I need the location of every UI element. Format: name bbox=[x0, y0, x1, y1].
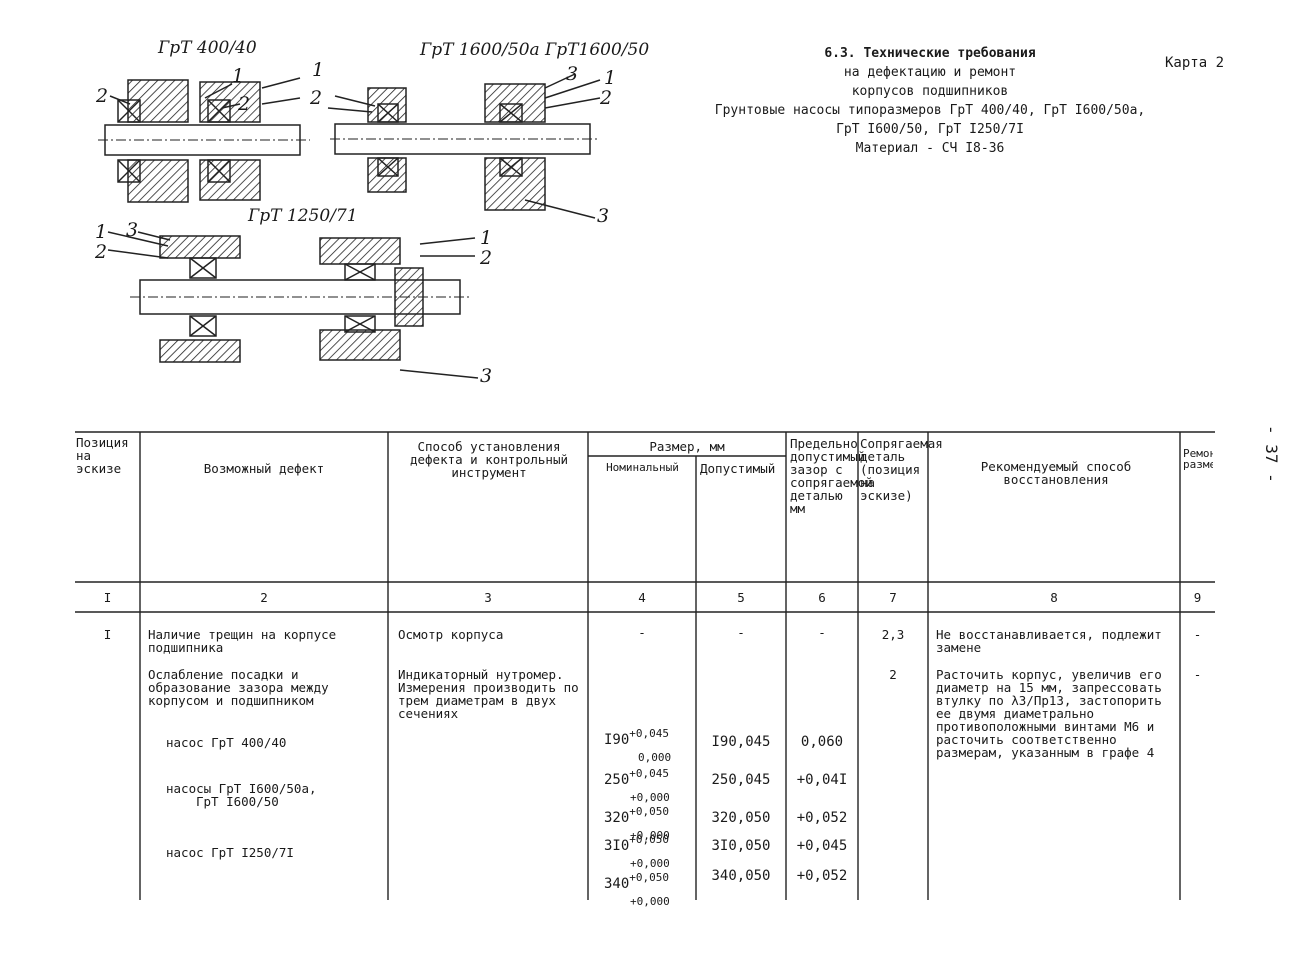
sub-pump-1250: насос ГрТ I250/7I bbox=[166, 845, 294, 860]
callout-c-1-right: 1 bbox=[480, 227, 492, 249]
sub-pump-400: насос ГрТ 400/40 bbox=[166, 735, 287, 750]
row2-defect: Ослабление посадки и образование зазора … bbox=[148, 667, 329, 708]
callout-a-2-right: 2 bbox=[309, 87, 322, 109]
col-number-4: 4 bbox=[638, 590, 646, 605]
dim1-low: 0,000 bbox=[638, 751, 672, 764]
dim3-base: 320 bbox=[604, 810, 630, 826]
dim5-up: +0,050 bbox=[629, 871, 670, 884]
col-number-1: I bbox=[103, 590, 112, 605]
dim-nominal-4: 3I0+0,050 +0,000 bbox=[604, 833, 698, 870]
dim4-limit: +0,045 bbox=[796, 838, 848, 854]
dim1-limit: 0,060 bbox=[800, 734, 844, 750]
dim-nominal-2: 250+0,045 +0,000 bbox=[604, 767, 698, 804]
header-position: Позиция на эскизе bbox=[76, 435, 129, 476]
callout-a-1: 1 bbox=[232, 65, 244, 87]
dim2-low: +0,000 bbox=[630, 791, 670, 804]
dim-nominal-1: I90+0,045 0,000 bbox=[604, 727, 698, 764]
sketch-label-c: ГрТ 1250/71 bbox=[248, 206, 358, 226]
dim-nominal-3: 320+0,050 +0,000 bbox=[604, 805, 698, 842]
dim2-up: +0,045 bbox=[629, 767, 670, 780]
callout-c-2: 2 bbox=[94, 241, 107, 263]
dim5-limit: +0,052 bbox=[796, 868, 848, 884]
dim5-allowed: 340,050 bbox=[711, 868, 771, 884]
callout-c-2-right: 2 bbox=[479, 247, 492, 269]
header-allowed: Допустимый bbox=[700, 461, 776, 476]
row-position: I bbox=[103, 627, 112, 642]
dim5-base: 340 bbox=[604, 876, 630, 892]
header-line-4: Грунтовые насосы типоразмеров ГрТ 400/40… bbox=[714, 103, 1146, 118]
callout-b-3: 3 bbox=[566, 63, 578, 85]
header-method: Способ установления дефекта и контрольны… bbox=[409, 439, 569, 480]
callout-c-3: 3 bbox=[126, 219, 138, 241]
callout-a-1-right: 1 bbox=[312, 59, 324, 81]
sub-pump-1600: ГрТ I600/50 bbox=[196, 794, 279, 809]
dim3-low: +0,000 bbox=[630, 829, 670, 842]
dim1-up: +0,045 bbox=[629, 727, 670, 740]
callout-c-3-bottom: 3 bbox=[480, 365, 492, 387]
sketch-a-drawing bbox=[98, 79, 310, 203]
dim4-base: 3I0 bbox=[604, 838, 630, 854]
col-number-2: 2 bbox=[260, 590, 268, 605]
sketch-b-drawing bbox=[330, 83, 600, 211]
callout-a-2: 2 bbox=[237, 93, 250, 115]
header-material: Материал - СЧ I8-36 bbox=[855, 141, 1005, 156]
row2-restore: Расточить корпус, увеличив его диаметр н… bbox=[936, 667, 1162, 760]
callout-b-1: 1 bbox=[604, 67, 616, 89]
dim4-up: +0,050 bbox=[629, 833, 670, 846]
callout-a-2-left: 2 bbox=[95, 85, 108, 107]
document-header: 6.3. Технические требования на дефектаци… bbox=[660, 44, 1200, 158]
dim3-limit: +0,052 bbox=[796, 810, 848, 826]
sketch-label-b: ГрТ 1600/50а ГрТ1600/50 bbox=[420, 40, 650, 60]
header-limit-gap: Предельно допустимый зазор с сопрягаемой… bbox=[790, 436, 873, 516]
row1-mating: 2,3 bbox=[881, 627, 905, 642]
dim3-allowed: 320,050 bbox=[711, 810, 771, 826]
header-repair-size: Ремонтный размер bbox=[1183, 448, 1213, 470]
dim4-allowed: 3I0,050 bbox=[711, 838, 771, 854]
dim2-allowed: 250,045 bbox=[711, 772, 771, 788]
header-defect: Возможный дефект bbox=[203, 461, 325, 476]
dim-nominal-5: 340+0,050 +0,000 bbox=[604, 871, 698, 908]
row2-repair: - bbox=[1193, 667, 1202, 682]
row1-allowed: - bbox=[737, 625, 745, 640]
sub-pump-1600a: насосы ГрТ I600/50а, bbox=[166, 781, 317, 796]
dim4-low: +0,000 bbox=[630, 857, 670, 870]
card-number: Карта 2 bbox=[1165, 55, 1225, 71]
page-number: - 37 - bbox=[1262, 425, 1281, 483]
col-number-5: 5 bbox=[737, 590, 745, 605]
callout-b-3-bottom: 3 bbox=[597, 205, 609, 227]
header-restore: Рекомендуемый способ восстановления bbox=[980, 459, 1132, 487]
col-number-9: 9 bbox=[1193, 590, 1202, 605]
dim3-up: +0,050 bbox=[629, 805, 670, 818]
row1-defect: Наличие трещин на корпусе подшипника bbox=[148, 627, 337, 655]
sketch-c-drawing bbox=[130, 235, 470, 363]
col-number-6: 6 bbox=[818, 590, 826, 605]
bearing-housing-sketch: 1 2 2 1 2 3 1 2 3 1 3 2 1 2 3 bbox=[94, 59, 616, 387]
row1-restore: Не восстанавливается, подлежит замене bbox=[936, 627, 1162, 655]
row1-method: Осмотр корпуса bbox=[398, 627, 504, 642]
header-size: Размер, мм bbox=[649, 439, 725, 454]
header-line-2: на дефектацию и ремонт bbox=[843, 65, 1017, 80]
row1-limit: - bbox=[818, 625, 826, 640]
dim2-base: 250 bbox=[604, 772, 630, 788]
col-number-8: 8 bbox=[1050, 590, 1058, 605]
dim1-base: I90 bbox=[604, 732, 630, 748]
col-number-7: 7 bbox=[889, 590, 897, 605]
row2-method: Индикаторный нутромер. Измерения произво… bbox=[398, 667, 579, 721]
dim1-allowed: I90,045 bbox=[711, 734, 771, 750]
callout-b-2: 2 bbox=[599, 87, 612, 109]
header-line-3: корпусов подшипников bbox=[851, 84, 1009, 99]
header-nominal: Номинальный bbox=[606, 461, 679, 474]
header-line-5: ГрТ I600/50, ГрТ I250/7I bbox=[836, 122, 1024, 137]
row1-repair: - bbox=[1193, 627, 1202, 642]
dim5-low: +0,000 bbox=[630, 895, 670, 908]
sketch-label-a: ГрТ 400/40 bbox=[158, 38, 257, 58]
row2-mating: 2 bbox=[889, 667, 897, 682]
callout-c-1: 1 bbox=[95, 221, 107, 243]
header-mating-part: Сопрягаемая деталь (позиция на эскизе) bbox=[860, 436, 943, 503]
dim2-limit: +0,04I bbox=[796, 772, 848, 788]
row1-nominal: - bbox=[638, 625, 646, 640]
col-number-3: 3 bbox=[484, 590, 492, 605]
header-title: 6.3. Технические требования bbox=[824, 46, 1036, 61]
